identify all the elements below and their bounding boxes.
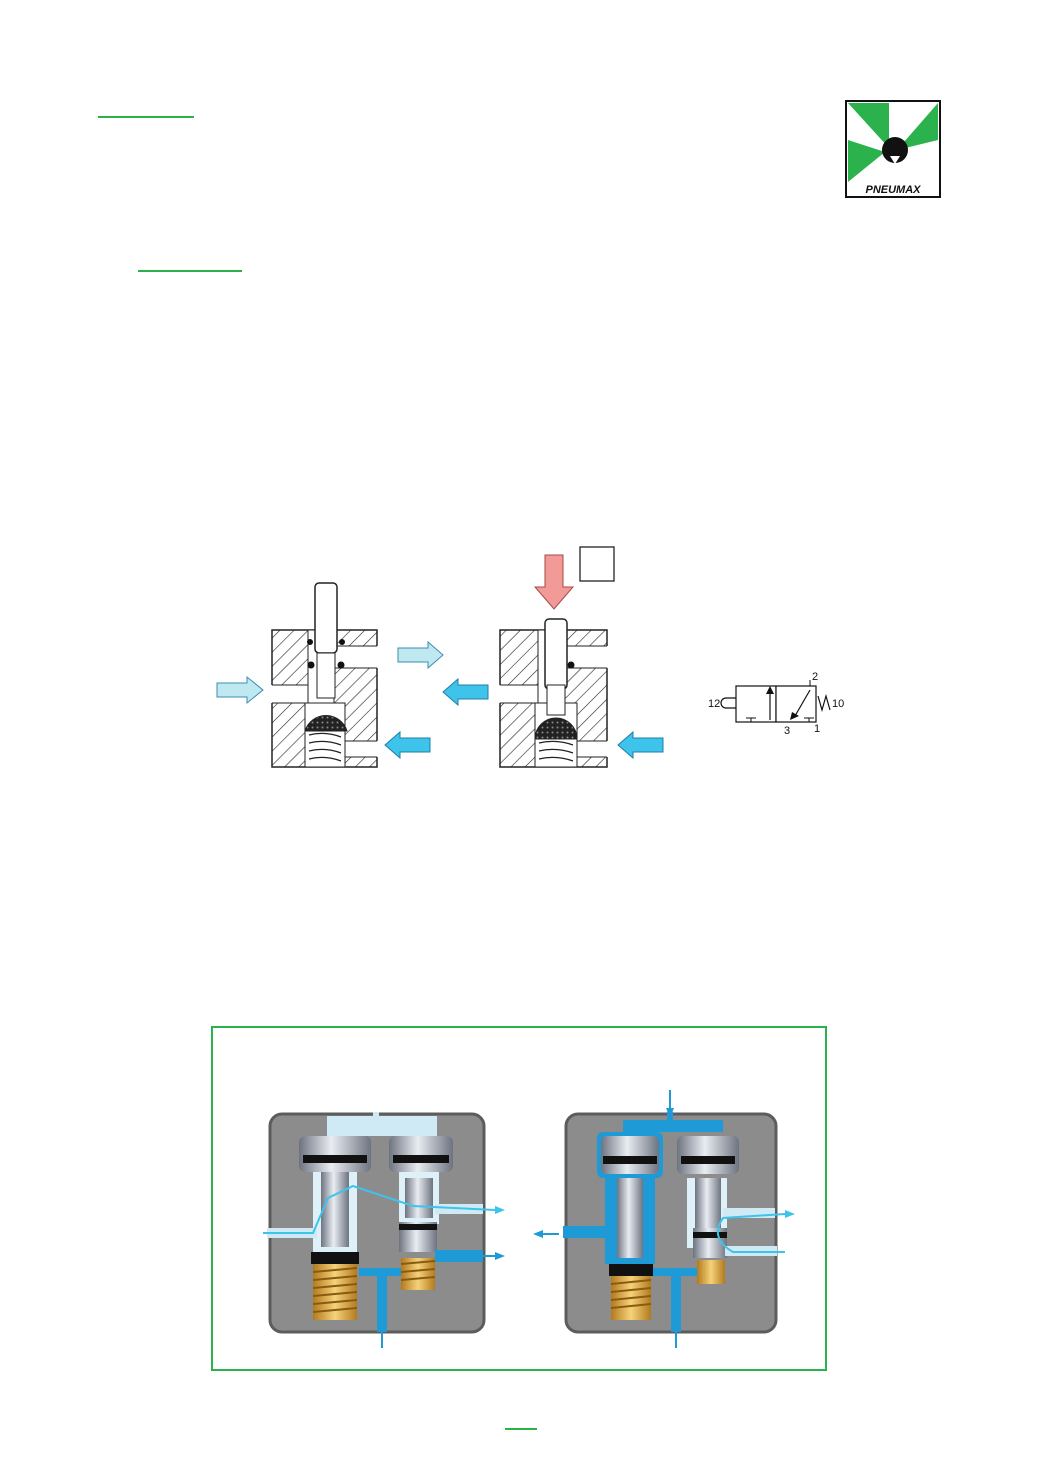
logo-wordmark: PNEUMAX <box>865 184 921 196</box>
valve-cutaway-illustration <box>263 1090 795 1348</box>
valve-cross-section-figure <box>216 546 664 768</box>
valve-cutaway-panel <box>211 1026 827 1371</box>
section-rule <box>138 270 242 272</box>
port-12-label: 12 <box>708 698 720 710</box>
cutaway-left <box>263 1112 505 1348</box>
header-rule <box>98 116 194 118</box>
port-2-label: 2 <box>812 671 818 683</box>
valve-at-rest <box>216 582 444 768</box>
port-1-label: 1 <box>814 723 820 735</box>
cutaway-right <box>533 1090 795 1348</box>
port-10-label: 10 <box>832 698 844 710</box>
valve-actuated <box>442 546 664 768</box>
port-3-label: 3 <box>784 725 790 737</box>
footer-rule <box>505 1428 537 1430</box>
pneumax-logo: PNEUMAX <box>845 100 941 198</box>
valve-iso-symbol: 2 12 10 3 1 <box>708 671 844 737</box>
